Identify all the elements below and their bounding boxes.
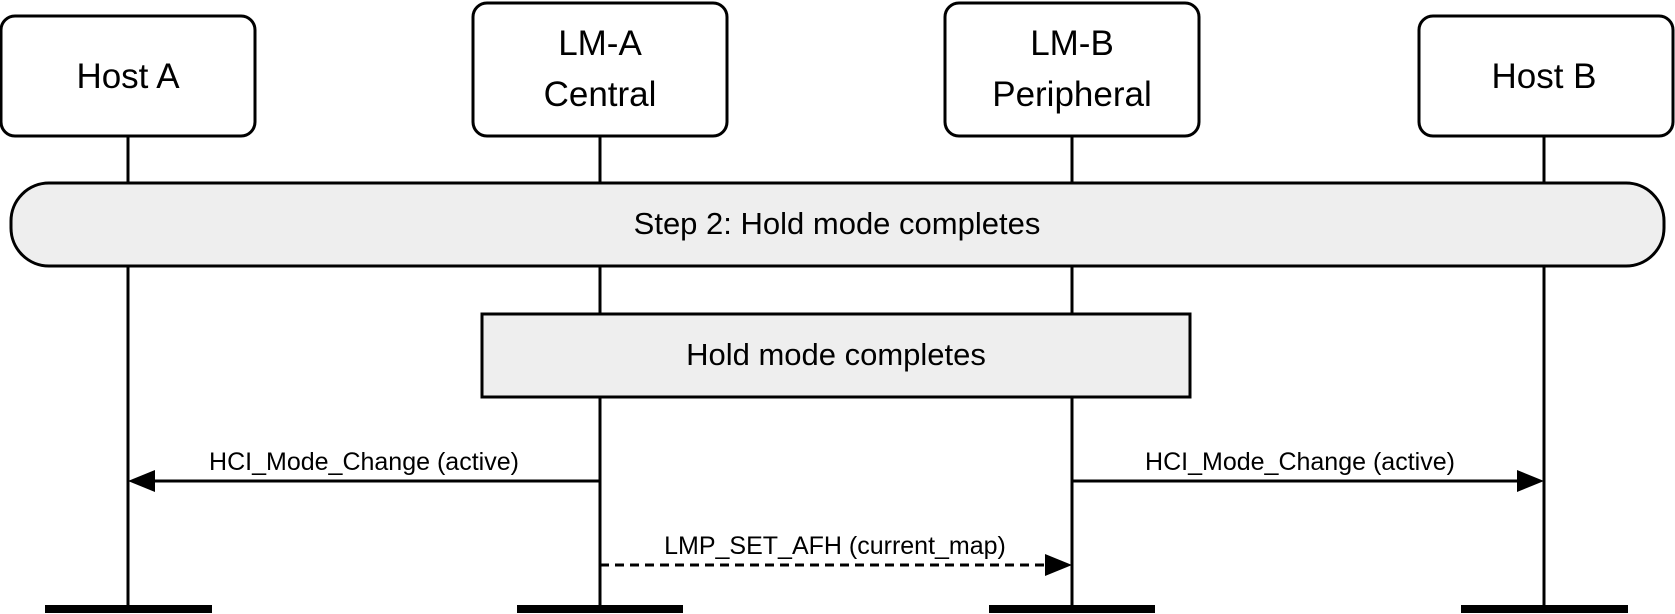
step-banner-box — [9, 181, 1666, 268]
participant-lm-a-central: LM-A Central — [471, 1, 729, 138]
participant-box — [1417, 14, 1675, 138]
participant-host-b: Host B — [1417, 14, 1675, 138]
participant-label-line-1: LM-B — [1030, 24, 1114, 63]
arrowhead-right — [1045, 554, 1072, 576]
message-lmp-set-afh: LMP_SET_AFH (current_map) — [600, 532, 1072, 576]
activity-box: Hold mode completes — [480, 312, 1192, 399]
arrowhead-right — [1517, 470, 1544, 492]
participant-box — [0, 14, 257, 138]
participant-label-line-1: LM-A — [558, 24, 642, 63]
message-hci-mode-change-host-a: HCI_Mode_Change (active) — [128, 448, 600, 492]
arrowhead-left — [128, 470, 155, 492]
message-label: HCI_Mode_Change (active) — [209, 448, 519, 476]
activity-box-rect — [480, 312, 1192, 399]
step-banner-label: Step 2: Hold mode completes — [634, 206, 1041, 241]
participant-host-a: Host A — [0, 14, 257, 138]
message-label: LMP_SET_AFH (current_map) — [664, 532, 1006, 560]
participant-label-line-2: Peripheral — [992, 75, 1152, 114]
activity-label: Hold mode completes — [686, 337, 986, 372]
participant-lm-b-peripheral: LM-B Peripheral — [943, 1, 1201, 138]
participant-label-line-2: Central — [544, 75, 657, 114]
message-hci-mode-change-host-b: HCI_Mode_Change (active) — [1072, 448, 1544, 492]
participant-label: Host A — [76, 57, 180, 96]
step-banner: Step 2: Hold mode completes — [9, 181, 1666, 268]
message-label: HCI_Mode_Change (active) — [1145, 448, 1455, 476]
participant-box — [471, 1, 729, 138]
participant-label: Host B — [1491, 57, 1596, 96]
participant-box — [943, 1, 1201, 138]
